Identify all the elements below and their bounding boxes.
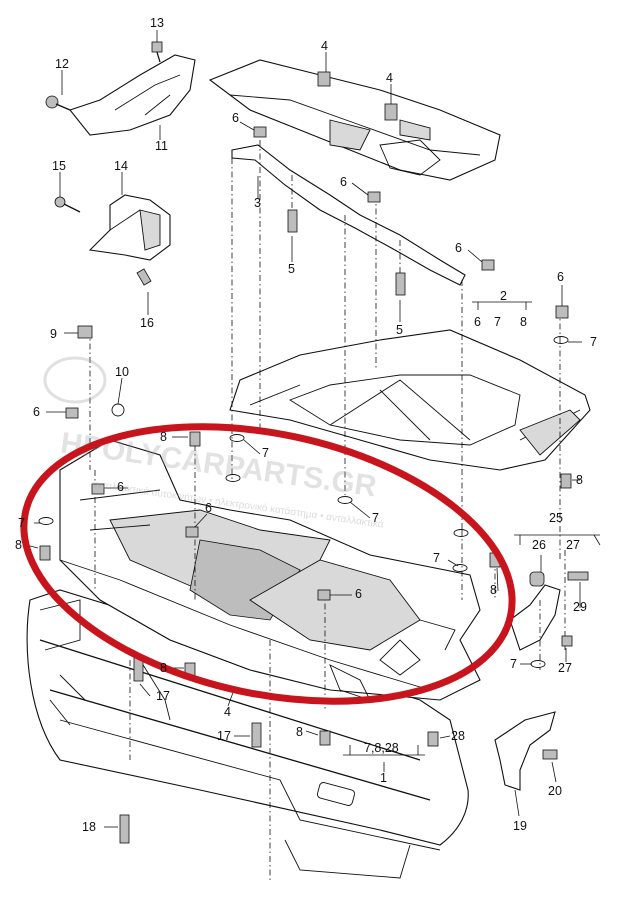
clip-4a [317,71,331,87]
clip-4b [384,103,398,121]
callout-8-b: 8 [15,538,22,552]
callout-11: 11 [155,139,168,153]
callout-17-a: 17 [156,689,170,703]
callout-6-c: 6 [455,241,462,255]
callout-7-b: 7 [262,446,269,460]
callout-25: 25 [549,511,563,525]
nut-6d [555,305,569,319]
side-cover-25 [509,584,561,651]
nut-27 [561,635,573,647]
callout-5-a: 5 [288,262,295,276]
callout-6-a: 6 [232,111,239,125]
bolt-5a [287,209,298,233]
callout-2-8: 8 [520,315,527,329]
callout-8-a: 8 [160,430,167,444]
callout-6-g: 6 [205,501,212,515]
callout-4-top: 4 [321,39,328,53]
callout-6-h: 6 [355,587,362,601]
callout-18: 18 [82,820,96,834]
callout-16: 16 [140,316,154,330]
callout-13: 13 [150,16,164,30]
clip-10 [111,403,125,417]
assembly-lines [89,140,566,880]
callout-15: 15 [52,159,66,173]
fasteners [38,41,589,844]
callout-2: 2 [500,289,507,303]
callout-9: 9 [50,327,57,341]
callout-7-f: 7 [510,657,517,671]
bolt-29 [567,571,589,581]
callout-7-c: 7 [372,511,379,525]
callout-6-d: 6 [557,270,564,284]
callout-8-f: 8 [296,725,303,739]
bolt-28 [427,731,439,747]
callout-8-d: 8 [490,583,497,597]
clip-9 [77,325,93,339]
nut-6e [65,407,79,419]
sub-tray-frame [229,329,591,471]
screw-20 [542,749,558,760]
grommet-26 [529,571,545,587]
callout-4-mid: 4 [386,71,393,85]
crossmember [208,59,501,181]
screw-18 [119,814,130,844]
callout-28: 28 [451,729,465,743]
callout-6-e: 6 [33,405,40,419]
callout-2-7: 7 [494,315,501,329]
bolt-5b [395,272,406,296]
callout-6-f: 6 [117,480,124,494]
screw-12 [45,95,71,111]
upper-bracket-11 [69,54,196,136]
callout-2-6: 6 [474,315,481,329]
nut-6g [185,526,199,538]
engine-undertray [59,439,481,701]
clip-15 [54,196,81,213]
nut-6h [317,589,331,601]
stay-strip [231,144,466,286]
leader-lines [25,30,601,828]
callout-3: 3 [254,196,261,210]
callout-7-a: 7 [590,335,597,349]
highlight-ellipse [20,423,516,705]
callout-12: 12 [55,57,69,71]
bolt-16 [136,268,152,286]
bracket-19 [494,711,556,791]
callout-6-b: 6 [340,175,347,189]
callout-27-a: 27 [566,538,580,552]
callout-20: 20 [548,784,562,798]
callout-1: 1 [380,771,387,785]
nut-6b [367,191,381,203]
nut-6c [481,259,495,271]
nut-13 [151,41,163,63]
nut-6f [91,483,105,495]
callout-4-low: 4 [224,705,231,719]
callout-7-e: 7 [433,551,440,565]
callout-17-b: 17 [217,729,231,743]
callout-7-d: 7 [18,516,25,530]
duct-14 [88,194,171,261]
callout-8-c: 8 [576,473,583,487]
callout-8-e: 8 [160,661,167,675]
callout-10: 10 [115,365,129,379]
callout-5-b: 5 [396,323,403,337]
callout-7-8-28: 7,8,28 [364,741,399,755]
callout-labels: 13 12 11 15 14 16 9 10 4 4 6 3 6 5 6 5 2… [15,16,597,834]
callout-27-b: 27 [558,661,572,675]
nut-6a [253,126,267,138]
callout-19: 19 [513,819,527,833]
callout-29: 29 [573,600,587,614]
callout-14: 14 [114,159,128,173]
callout-26: 26 [532,538,546,552]
